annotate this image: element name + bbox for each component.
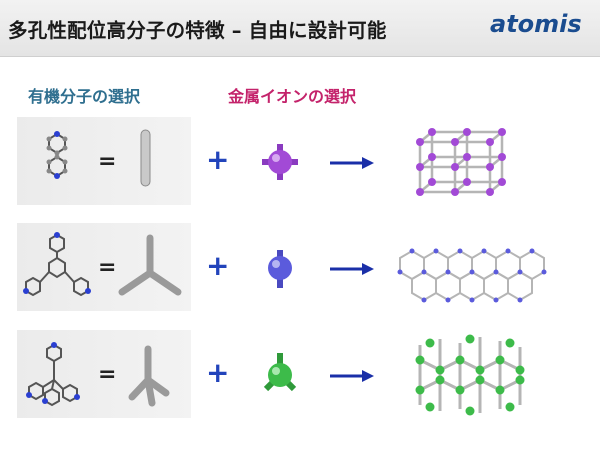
- plus-sign: +: [206, 356, 229, 389]
- logo-text: atomis: [490, 10, 582, 38]
- tetrahedral-linker-icon: [128, 345, 170, 407]
- tetrapyridyl-molecule-icon: [26, 342, 80, 407]
- slide-title: 多孔性配位高分子の特徴 – 自由に設計可能: [8, 19, 387, 42]
- arrow-icon: [330, 263, 374, 275]
- plus-sign: +: [206, 143, 229, 176]
- metal-ion-heading: 金属イオンの選択: [228, 87, 357, 106]
- metal-node-green-icon: [263, 353, 297, 392]
- linker-panel-row2: [17, 223, 191, 311]
- equals-sign: =: [98, 255, 116, 280]
- slide-header: 多孔性配位高分子の特徴 – 自由に設計可能 atomis: [0, 0, 600, 57]
- tripyridyl-molecule-icon: [23, 232, 91, 297]
- equals-sign: =: [98, 149, 116, 174]
- linker-panel-row1: [17, 117, 191, 205]
- metal-node-blue-icon: [268, 250, 292, 288]
- row1-diagram: = +: [46, 128, 506, 196]
- equals-sign: =: [98, 362, 116, 387]
- hexagonal-framework-image: [397, 248, 547, 303]
- row2-diagram: = +: [23, 232, 547, 303]
- metal-node-purple-icon: [262, 144, 298, 180]
- bipyridine-molecule-icon: [46, 131, 68, 179]
- plus-sign: +: [206, 249, 229, 282]
- atomis-logo: atomis: [490, 10, 582, 38]
- trigonal-linker-icon: [118, 234, 182, 296]
- arrow-icon: [330, 157, 374, 169]
- arrow-icon: [330, 370, 374, 382]
- linear-linker-icon: [140, 129, 151, 187]
- diamond-framework-image: [415, 334, 525, 416]
- organic-molecule-heading: 有機分子の選択: [28, 87, 141, 106]
- cubic-framework-image: [416, 128, 506, 196]
- row3-diagram: = +: [26, 334, 525, 416]
